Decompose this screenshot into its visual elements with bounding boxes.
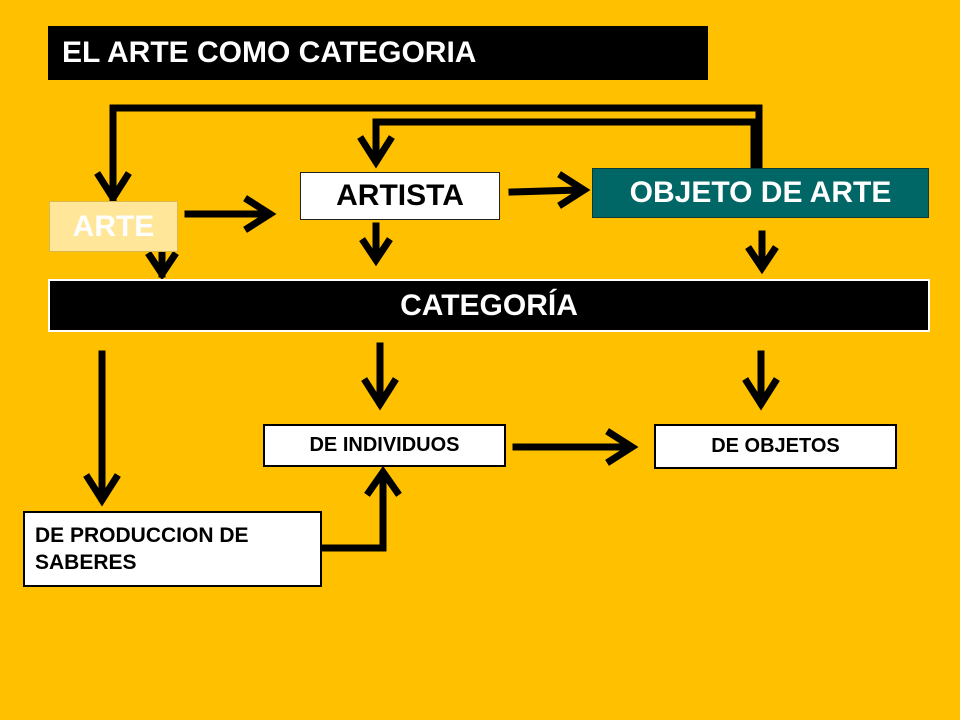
arrow-categoria-to-objetos-head [742, 377, 780, 411]
arrow-arte-to-categoria-head [145, 251, 179, 281]
arrow-individuos-to-objetos-head [605, 428, 639, 466]
node-categoria: CATEGORÍA [48, 279, 930, 332]
loop-arrow-to-arte [109, 104, 763, 202]
node-de-produccion-de-saberes: DE PRODUCCION DE SABERES [23, 511, 322, 587]
arrow-produccion-to-individuos [320, 472, 387, 552]
arrow-categoria-to-individuos-head [361, 377, 399, 411]
node-artista: ARTISTA [300, 172, 500, 220]
arrow-artista-to-objeto [508, 186, 584, 196]
arrow-categoria-to-produccion-head [83, 473, 121, 507]
arrow-produccion-to-individuos-head [364, 465, 402, 497]
arrow-objeto-to-categoria-head [745, 245, 779, 275]
arrow-artista-to-categoria-head [359, 237, 393, 267]
node-arte: ARTE [49, 201, 178, 252]
arrow-artista-to-objeto-head [557, 171, 591, 209]
node-objeto-de-arte: OBJETO DE ARTE [592, 168, 929, 218]
arrow-arte-to-artista-head [243, 195, 277, 233]
loop-arrow-to-arte-head [94, 171, 132, 205]
loop-arrow-to-artista-head [357, 135, 395, 169]
node-de-individuos: DE INDIVIDUOS [263, 424, 506, 467]
loop-arrow-to-artista [372, 118, 758, 172]
node-de-objetos: DE OBJETOS [654, 424, 897, 469]
page-title: EL ARTE COMO CATEGORIA [48, 26, 708, 80]
